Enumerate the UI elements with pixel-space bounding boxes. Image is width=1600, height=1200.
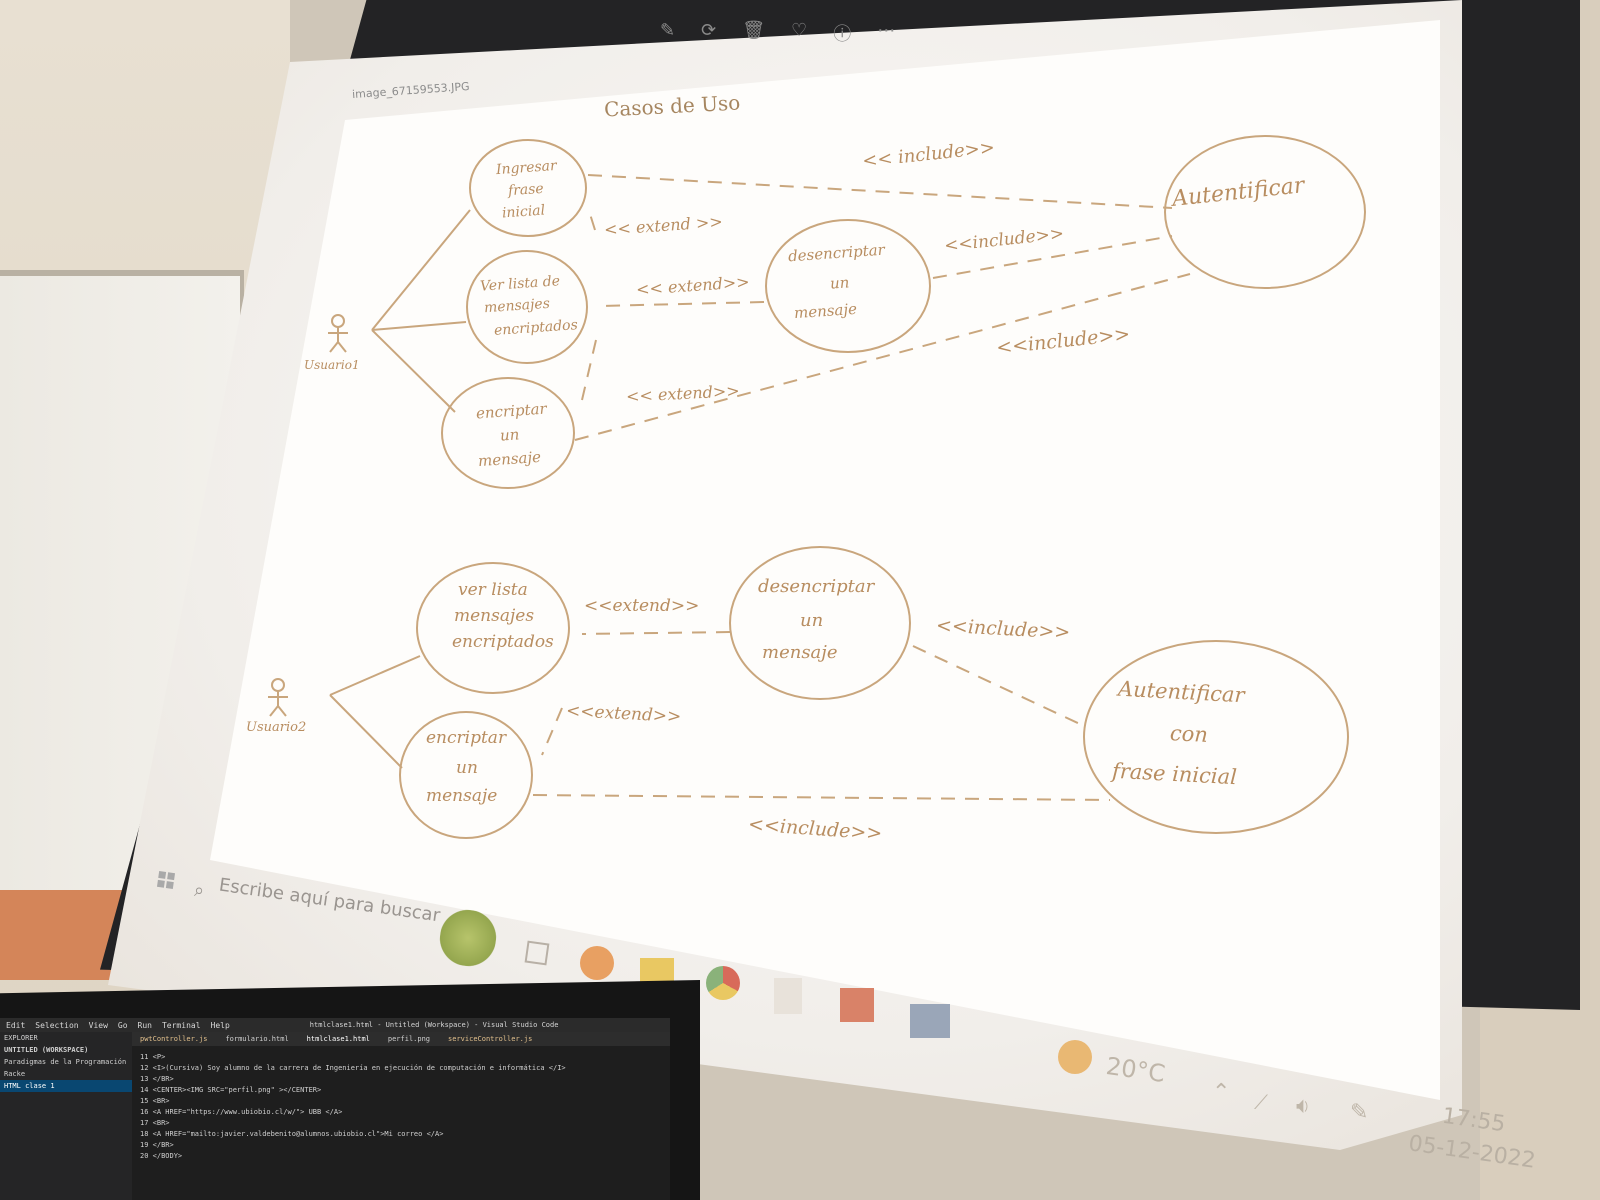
explorer-folder-racke[interactable]: Racke: [4, 1070, 26, 1078]
pen-icon[interactable]: ✎: [1350, 1100, 1369, 1125]
search-icon[interactable]: ⌕: [194, 880, 205, 901]
usecase-ingresar-line2: frase: [507, 180, 545, 200]
actor1-label: Usuario1: [304, 358, 360, 372]
code-line: 13 </BR>: [140, 1075, 174, 1083]
photo-viewer-toolbar: ✎ ⟳ 🗑 ♡ ⓘ ⋯: [660, 20, 895, 46]
tab-perfil[interactable]: perfil.png: [387, 1035, 431, 1043]
usecase2-verlista-line2: mensajes: [454, 606, 535, 626]
menu-go[interactable]: Go: [117, 1020, 128, 1030]
usecase2-desencriptar-line2: un: [800, 610, 824, 631]
usecase2-encriptar-line2: un: [456, 758, 478, 778]
code-line: 17 <BR>: [140, 1119, 170, 1127]
photos-icon[interactable]: [910, 1004, 950, 1038]
vscode-window-title: htmlclase1.html - Untitled (Workspace) -…: [309, 1021, 559, 1029]
vscode-tabs: pwtController.js formulario.html htmlcla…: [132, 1032, 670, 1046]
tab-pwtcontroller[interactable]: pwtController.js: [140, 1035, 208, 1043]
code-line: 19 </BR>: [140, 1141, 174, 1149]
rotate-icon[interactable]: ⟳: [701, 20, 717, 41]
menu-view[interactable]: View: [88, 1020, 108, 1030]
task-view-icon[interactable]: [524, 940, 550, 966]
usecase-encriptar-ellipse: [441, 377, 575, 489]
usecase2-encriptar-ellipse: [399, 711, 533, 839]
tab-servicecontroller[interactable]: serviceController.js: [448, 1035, 533, 1043]
chevron-up-icon[interactable]: ⌃: [1212, 1080, 1231, 1105]
usecase2-encriptar-line3: mensaje: [426, 786, 498, 806]
explorer-header: EXPLORER: [4, 1034, 38, 1042]
menu-help[interactable]: Help: [210, 1020, 230, 1030]
edit-icon[interactable]: ✎: [660, 20, 676, 41]
info-icon[interactable]: ⓘ: [833, 24, 852, 45]
usecase-ingresar-ellipse: [469, 139, 587, 237]
explorer-workspace[interactable]: UNTITLED (WORKSPACE): [4, 1046, 89, 1054]
vscode-window: Edit Selection View Go Run Terminal Help…: [0, 1018, 670, 1200]
bamboo-icon[interactable]: [436, 906, 500, 970]
code-line: 12 <I>(Cursiva) Soy alumno de la carrera…: [140, 1064, 566, 1072]
usecase2-autentificar-ellipse: [1083, 640, 1349, 834]
usecase2-verlista-ellipse: [416, 562, 570, 694]
usecase2-verlista-line1: ver lista: [458, 580, 528, 600]
usecase-desencriptar-line2: un: [829, 273, 850, 293]
heart-icon[interactable]: ♡: [791, 20, 808, 41]
delete-icon[interactable]: 🗑: [742, 20, 766, 41]
file-icon[interactable]: [774, 978, 802, 1014]
usecase-autentificar-ellipse: [1164, 135, 1366, 289]
usecase-ingresar-line3: inicial: [501, 202, 546, 222]
actor1-figure: [328, 314, 348, 353]
weather-icon: [1058, 1040, 1092, 1074]
firefox-icon[interactable]: [580, 946, 614, 980]
code-line: 16 <A HREF="https://www.ubiobio.cl/w/"> …: [140, 1108, 343, 1116]
code-line: 18 <A HREF="mailto:javier.valdebenito@al…: [140, 1130, 444, 1138]
chrome-icon[interactable]: [706, 966, 740, 1000]
usecase2-desencriptar-line1: desencriptar: [758, 576, 875, 597]
usecase2-desencriptar-ellipse: [729, 546, 911, 700]
tab-htmlclase1[interactable]: htmlclase1.html: [306, 1035, 370, 1043]
tab-formulario[interactable]: formulario.html: [225, 1035, 289, 1043]
menu-selection[interactable]: Selection: [35, 1020, 79, 1030]
vscode-explorer: EXPLORER UNTITLED (WORKSPACE) Paradigmas…: [0, 1032, 132, 1200]
explorer-folder-html[interactable]: HTML clase 1: [0, 1080, 132, 1092]
more-icon[interactable]: ⋯: [877, 20, 896, 41]
usecase2-autentificar-line2: con: [1169, 721, 1209, 747]
relation2-extend-1: <<extend>>: [584, 596, 700, 616]
volume-icon[interactable]: 🔉︎: [1296, 1094, 1310, 1119]
usecase-encriptar-line2: un: [499, 425, 520, 445]
powerpoint-icon[interactable]: [840, 988, 874, 1022]
code-line: 20 </BODY>: [140, 1152, 183, 1160]
network-icon[interactable]: ⟋: [1254, 1090, 1268, 1114]
usecase2-verlista-line3: encriptados: [452, 632, 554, 652]
usecase-desencriptar-ellipse: [765, 219, 931, 353]
folder-icon[interactable]: [640, 958, 674, 984]
code-line: 14 <CENTER><IMG SRC="perfil.png" ></CENT…: [140, 1086, 322, 1094]
menu-terminal[interactable]: Terminal: [161, 1020, 201, 1030]
code-line: 15 <BR>: [140, 1097, 170, 1105]
vscode-editor[interactable]: 11 <P> 12 <I>(Cursiva) Soy alumno de la …: [132, 1048, 670, 1200]
vscode-menubar: Edit Selection View Go Run Terminal Help…: [0, 1018, 670, 1032]
usecase2-desencriptar-line3: mensaje: [762, 642, 838, 663]
code-line: 11 <P>: [140, 1053, 166, 1061]
windows-start-icon[interactable]: [156, 870, 176, 890]
usecase-verlista-ellipse: [466, 250, 588, 364]
actor2-label: Usuario2: [246, 720, 307, 735]
actor2-figure: [268, 678, 288, 717]
explorer-folder-paradigmas[interactable]: Paradigmas de la Programación: [4, 1058, 127, 1066]
menu-edit[interactable]: Edit: [6, 1020, 26, 1030]
menu-run[interactable]: Run: [137, 1020, 152, 1030]
usecase2-encriptar-line1: encriptar: [426, 728, 507, 748]
